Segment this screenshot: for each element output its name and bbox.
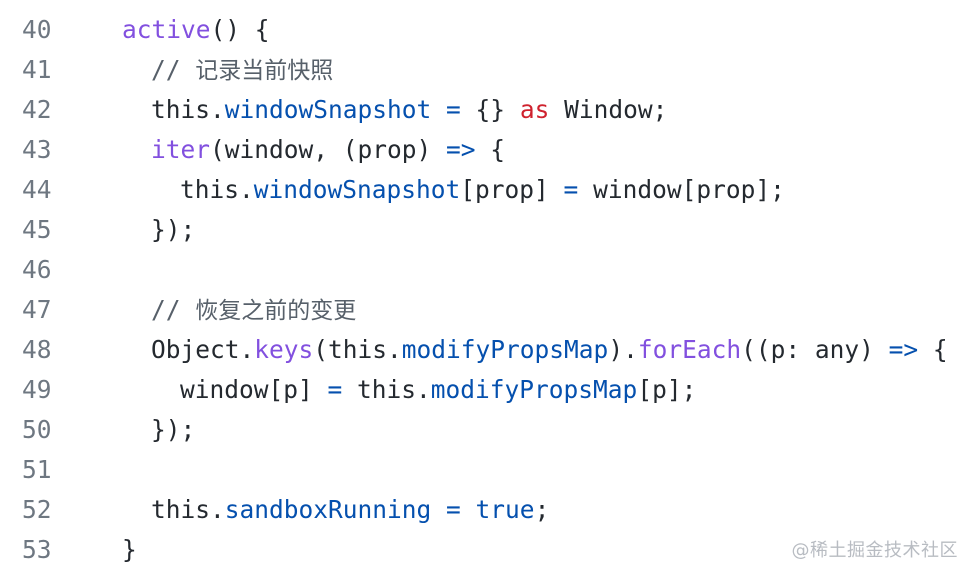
code-token: windowSnapshot [253,175,461,204]
code-token: // [151,55,196,84]
code-token: = [431,495,476,524]
code-line: 44 this.windowSnapshot[prop] = window[pro… [0,170,974,210]
code-token: window[prop]; [578,175,785,204]
code-token: }); [151,215,196,244]
code-token: ). [608,335,638,364]
code-token: this. [151,495,225,524]
code-token: this. [151,95,225,124]
code-text: }); [72,210,195,250]
code-token: modifyPropsMap [430,375,638,404]
line-number: 45 [22,215,52,244]
code-text: }); [72,410,195,450]
code-text: } [72,530,137,570]
code-token: forEach [637,335,742,364]
code-token: = [431,95,476,124]
line-number: 47 [22,295,52,324]
code-line: 48 Object.keys(this.modifyPropsMap).forEa… [0,330,974,370]
code-token: 记录当前快照 [195,58,334,84]
line-number: 46 [22,255,52,284]
code-line: 46 [0,250,974,290]
code-token: Window; [549,95,668,124]
code-token: () { [210,15,270,44]
code-token: (window, (prop) [210,135,447,164]
code-text: this.sandboxRunning = true; [72,490,549,530]
code-line: 42 this.windowSnapshot = {} as Window; [0,90,974,130]
code-token: [p]; [637,375,697,404]
code-token: active [122,15,211,44]
code-token: } [122,535,137,564]
code-token: as [519,95,550,124]
code-text: window[p] = this.modifyPropsMap[p]; [72,370,696,410]
code-text: iter(window, (prop) => { [72,130,505,170]
code-token: = [327,375,343,404]
code-token: this. [342,375,431,404]
line-number: 52 [22,495,52,524]
code-line: 52 this.sandboxRunning = true; [0,490,974,530]
code-token: true [475,495,535,524]
code-text: Object.keys(this.modifyPropsMap).forEach… [72,330,948,370]
line-number: 44 [22,175,52,204]
code-line: 41 // 记录当前快照 [0,50,974,90]
code-token: 恢复之前的变更 [195,298,357,324]
code-token: { [475,135,506,164]
code-text: // 恢复之前的变更 [72,290,356,330]
line-number: 43 [22,135,52,164]
code-token: [prop] [460,175,564,204]
code-line: 40 active() { [0,10,974,50]
line-number: 42 [22,95,52,124]
code-token: this. [180,175,254,204]
code-token: {} [475,95,520,124]
code-token: }); [151,415,196,444]
code-text: this.windowSnapshot = {} as Window; [72,90,667,130]
code-line: 53} [0,530,974,570]
code-token: ((p: any) [741,335,889,364]
code-text: this.windowSnapshot[prop] = window[prop]… [72,170,785,210]
line-number: 50 [22,415,52,444]
code-line: 50}); [0,410,974,450]
code-token: { [918,335,948,364]
line-number: 40 [22,15,52,44]
code-token: Object. [151,335,255,364]
code-text: active() { [72,10,270,50]
watermark: @稀土掘金技术社区 [791,540,958,561]
code-token: = [563,175,579,204]
code-line: 49 window[p] = this.modifyPropsMap[p]; [0,370,974,410]
code-line: 43 iter(window, (prop) => { [0,130,974,170]
code-token: keys [254,335,314,364]
code-token: modifyPropsMap [401,335,609,364]
code-token: (this. [313,335,402,364]
code-token: windowSnapshot [224,95,432,124]
line-number: 41 [22,55,52,84]
code-token: sandboxRunning [224,495,432,524]
code-token: => [446,135,476,164]
line-number: 53 [22,535,52,564]
code-text: // 记录当前快照 [72,50,333,90]
code-token: window[p] [180,375,328,404]
code-token: // [151,295,196,324]
code-line: 47 // 恢复之前的变更 [0,290,974,330]
code-line: 45}); [0,210,974,250]
line-number: 49 [22,375,52,404]
code-token: ; [534,495,550,524]
line-number: 48 [22,335,52,364]
code-token: iter [151,135,211,164]
code-line: 51 [0,450,974,490]
line-number: 51 [22,455,52,484]
code-token: => [888,335,919,364]
